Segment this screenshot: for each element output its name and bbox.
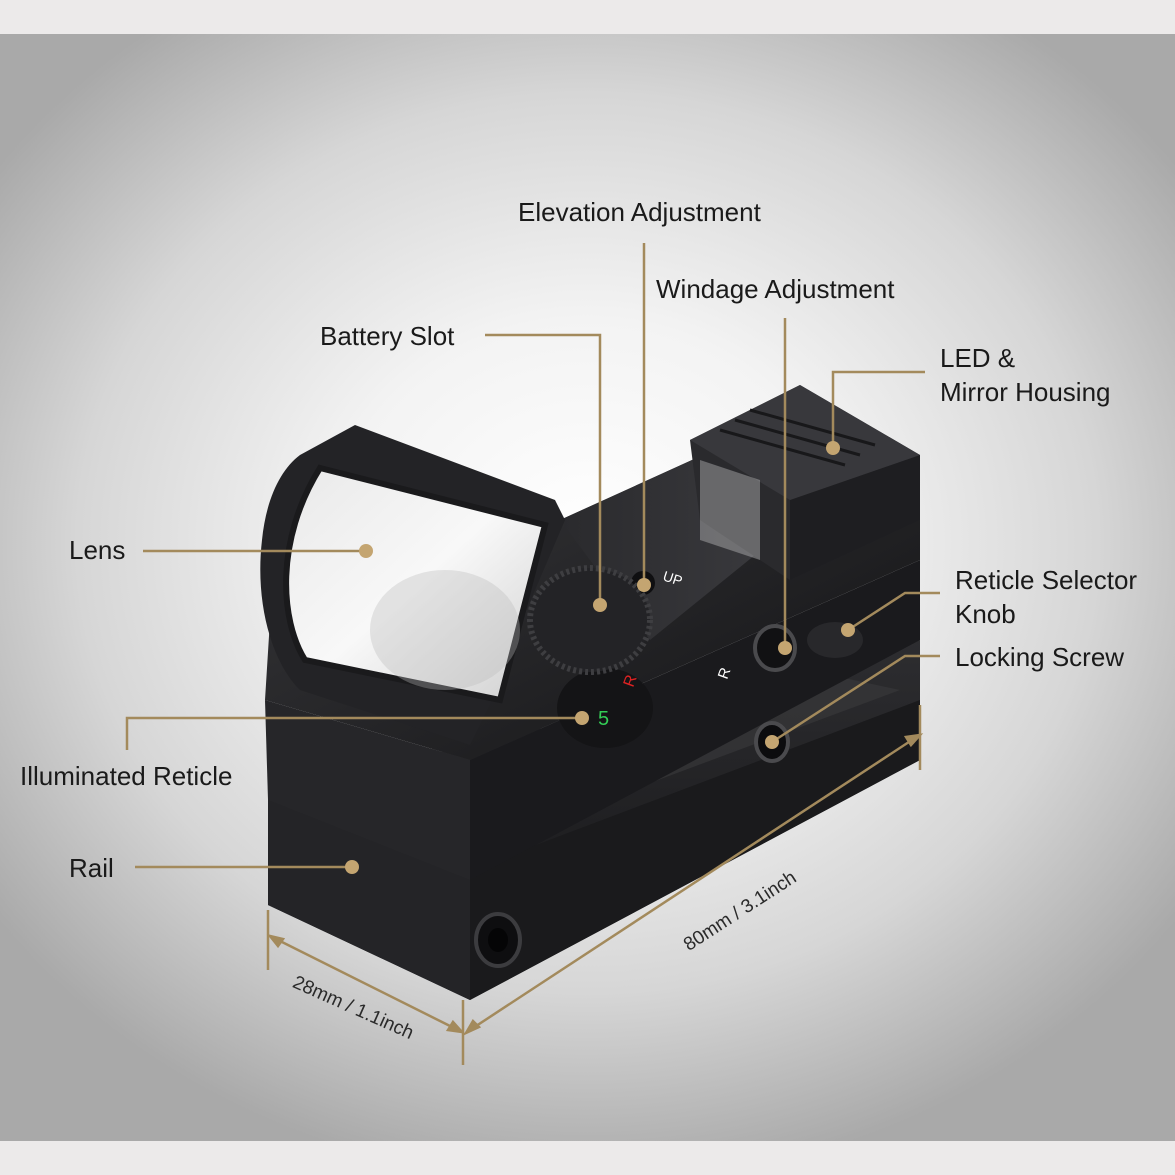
up-marking: UP	[661, 568, 684, 589]
callout-lines	[125, 243, 940, 869]
illuminated-reticle-label: Illuminated Reticle	[20, 761, 233, 791]
led-mirror-housing	[690, 385, 920, 580]
locking-screw-label: Locking Screw	[955, 642, 1125, 672]
dimension-lines	[266, 705, 924, 1065]
dial-green-number: 5	[598, 708, 609, 730]
dial-red-letter: R	[621, 673, 641, 690]
led-label-line1: LED &	[940, 343, 1016, 373]
markings: UP R 5 R	[598, 568, 735, 730]
reticle-knob-label-line1: Reticle Selector	[955, 565, 1138, 595]
battery-slot-label: Battery Slot	[320, 321, 455, 351]
rail-label: Rail	[69, 853, 114, 883]
callout-dots	[345, 441, 855, 874]
lens-label: Lens	[69, 535, 126, 565]
reticle-knob-label-line2: Knob	[955, 599, 1016, 629]
led-label-line2: Mirror Housing	[940, 377, 1111, 407]
reticle-dial	[527, 565, 653, 748]
windage-adjustment-label: Windage Adjustment	[656, 274, 895, 304]
elevation-adjustment-label: Elevation Adjustment	[518, 197, 761, 227]
lens-hood	[260, 425, 565, 745]
